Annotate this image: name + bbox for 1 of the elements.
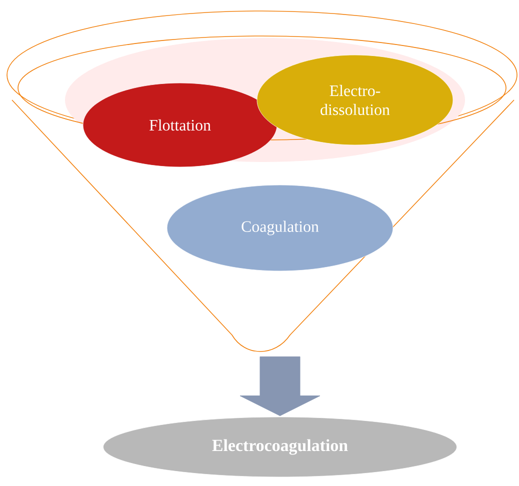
block-arrow xyxy=(240,356,320,416)
